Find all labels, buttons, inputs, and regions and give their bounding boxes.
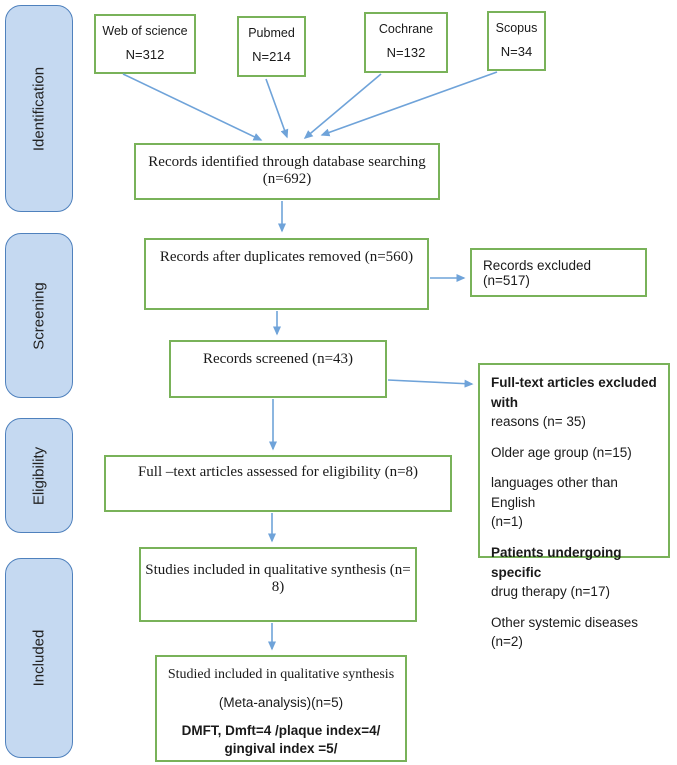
source-box-cochrane: Cochrane N=132 [364, 12, 448, 73]
duplicates-removed-text: Records after duplicates removed (n=560) [159, 249, 414, 265]
source-count: N=312 [125, 47, 165, 62]
meta-analysis-line3: DMFT, Dmft=4 /plaque index=4/ gingival i… [181, 723, 381, 757]
fulltext-assessed-text: Full –text articles assessed for eligibi… [137, 464, 419, 480]
source-name: Cochrane [378, 22, 434, 36]
source-name: Scopus [495, 21, 538, 35]
phase-identification: Identification [5, 5, 73, 212]
source-count: N=34 [500, 44, 533, 59]
meta-analysis-line1: Studied included in qualitative synthesi… [167, 667, 395, 682]
source-count: N=214 [252, 49, 291, 64]
phase-eligibility-label: Eligibility [30, 446, 48, 505]
source-name: Pubmed [248, 26, 295, 40]
box-records-identified: Records identified through database sear… [134, 143, 440, 200]
phase-identification-label: Identification [30, 66, 48, 151]
arrow-screened-to-excluded-reasons [387, 379, 474, 388]
records-excluded-text: Records excluded (n=517) [483, 258, 592, 288]
source-count: N=132 [386, 45, 426, 60]
arrow-pubmed-to-identified [265, 78, 289, 139]
phase-screening-label: Screening [30, 281, 48, 350]
box-duplicates-removed: Records after duplicates removed (n=560) [144, 238, 429, 310]
box-records-screened: Records screened (n=43) [169, 340, 387, 398]
phase-eligibility: Eligibility [5, 418, 73, 533]
source-name: Web of science [102, 24, 188, 38]
arrow-webofscience-to-identified [122, 73, 263, 141]
box-qualitative-synthesis: Studies included in qualitative synthesi… [139, 547, 417, 622]
exclusion-reason: Other systemic diseases (n=2) [491, 614, 639, 650]
phase-screening: Screening [5, 233, 73, 398]
exclusion-reason: languages other than English(n=1) [491, 475, 618, 530]
records-identified-count: (n=692) [262, 171, 312, 187]
box-fulltext-assessed: Full –text articles assessed for eligibi… [104, 455, 452, 512]
source-box-web-of-science: Web of science N=312 [94, 14, 196, 74]
meta-analysis-line2: (Meta-analysis)(n=5) [218, 695, 344, 710]
records-screened-text: Records screened (n=43) [202, 351, 354, 367]
phase-included-label: Included [30, 629, 48, 687]
box-records-excluded: Records excluded (n=517) [470, 248, 647, 297]
exclusion-reason: Older age group (n=15) [491, 444, 632, 460]
records-identified-text: Records identified through database sear… [148, 154, 426, 170]
phase-included: Included [5, 558, 73, 758]
arrow-cochrane-to-identified [303, 73, 382, 139]
source-box-pubmed: Pubmed N=214 [237, 16, 306, 77]
qualitative-synthesis-text: Studies included in qualitative synthesi… [145, 562, 411, 595]
box-meta-analysis: Studied included in qualitative synthesi… [155, 655, 407, 762]
arrow-scopus-to-identified [320, 71, 498, 137]
source-box-scopus: Scopus N=34 [487, 11, 546, 71]
